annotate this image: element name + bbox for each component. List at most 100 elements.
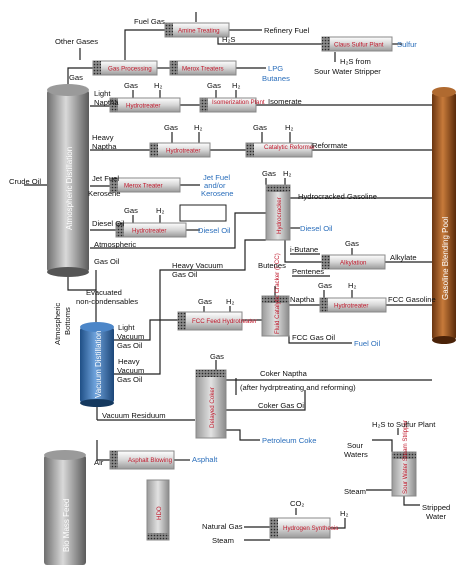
butanes-label: Butanes <box>262 74 290 83</box>
diesel-product-label: Diesel Oil <box>198 226 231 235</box>
co2-label: CO₂ <box>290 499 304 508</box>
jet-product-label-2: and/or <box>204 181 226 190</box>
gas-label-7: Gas <box>262 169 276 178</box>
refinery-fuel-label: Refinery Fuel <box>264 26 309 35</box>
gas-label-4: Gas <box>164 123 178 132</box>
vacuum-column-label: Vacuum Distillation <box>94 331 103 398</box>
heavy-naptha-label-2: Naptha <box>92 142 117 151</box>
reformate-label: Reformate <box>312 141 347 150</box>
unit-sour-water-label: Sour Water Steam Stripper <box>402 420 409 494</box>
vacuum-column: Vacuum Distillation <box>80 322 114 407</box>
unit-fcc-feed: FCC Feed Hydrotreater <box>177 311 257 331</box>
unit-coker-label: Delayed Coker <box>209 387 216 428</box>
unit-gas-processing: Gas Processing <box>92 60 158 76</box>
after-treating-label: (after hydrptreating and reforming) <box>240 383 356 392</box>
sour-label-1: Sour <box>347 441 364 450</box>
coker-naptha-label: Coker Naptha <box>260 369 308 378</box>
unit-gas-processing-label: Gas Processing <box>108 66 152 73</box>
gas-label-6: Gas <box>124 206 138 215</box>
coker-gas-oil-label: Coker Gas Oil <box>258 401 306 410</box>
gas-label-5: Gas <box>253 123 267 132</box>
petroleum-coke-label: Petroleum Coke <box>262 436 316 445</box>
unit-hydrotreater-1: Hydrotreater <box>109 97 181 113</box>
unit-isomerization-label: Isomerization Plant <box>212 99 265 106</box>
atm-bottoms-label-2: Bottoms <box>63 307 72 335</box>
gas-label-8: Gas <box>345 239 359 248</box>
unit-hydrogen-label: Hydrogen Synthesis <box>283 525 338 532</box>
air-label: Air <box>94 458 104 467</box>
jet-product-label-1: Jet Fuel <box>203 173 230 182</box>
unit-merox-2: Merox Treater <box>109 177 181 193</box>
unit-amine-label: Amine Treating <box>178 28 220 35</box>
h2s-label-1: H₂S <box>222 35 236 44</box>
isomerate-label: Isomerate <box>268 97 302 106</box>
unit-coker: Delayed Coker <box>195 369 227 439</box>
stream-labels: Crude Oil Other Gases Gas Fuel Gas Refin… <box>9 17 450 545</box>
atmospheric-column-label: Atmospheric Distillation <box>65 147 74 230</box>
light-vacuum-label-3: Gas Oil <box>117 341 143 350</box>
gas-label-3: Gas <box>207 81 221 90</box>
atm-gas-oil-label-2: Gas Oil <box>94 257 120 266</box>
light-vacuum-label-1: Light <box>118 323 135 332</box>
gas-label-11: Gas <box>210 352 224 361</box>
gas-label-2: Gas <box>124 81 138 90</box>
heavy-naptha-label-1: Heavy <box>92 133 114 142</box>
steam-label-1: Steam <box>344 487 366 496</box>
flow-lines <box>24 12 432 541</box>
h2-label-4: H₂ <box>285 123 293 132</box>
bio-mass-label: Bio Mass Feed <box>62 499 71 552</box>
gasoline-pool-column: Gasoline Blending Pool <box>432 87 456 344</box>
light-naptha-label-1: Light <box>94 89 111 98</box>
atm-gas-oil-label-1: Atmospheric <box>94 240 136 249</box>
naptha-label: Naptha <box>290 295 315 304</box>
h2-label-3: H₂ <box>194 123 202 132</box>
unit-sour-water: Sour Water Steam Stripper <box>391 420 417 497</box>
unit-merox2-label: Merox Treater <box>124 183 163 190</box>
natural-gas-label: Natural Gas <box>202 522 243 531</box>
unit-hydrotreater2-label: Hydrotreater <box>166 148 200 155</box>
unit-merox1-label: Merox Treaters <box>182 66 224 73</box>
diesel-product-label-2: Diesel Oil <box>300 224 333 233</box>
unit-reformer-label: Catalytic Reformer <box>264 144 315 151</box>
unit-alkylation: Alkylation <box>321 254 386 270</box>
unit-asphalt: Asphalt Blowing <box>109 450 175 470</box>
heavy-vacuum-b-label-2: Vacuum <box>117 366 144 375</box>
unit-hdo: HDO <box>146 479 170 541</box>
unit-hydrotreater4-label: Hydrotreater <box>334 303 368 310</box>
h2-label-6: H₂ <box>283 169 291 178</box>
h2-label-9: H₂ <box>340 509 348 518</box>
heavy-vacuum-b-label-3: Gas Oil <box>117 375 143 384</box>
unit-hdo-label: HDO <box>156 506 163 520</box>
light-naptha-label-2: Naptha <box>94 98 119 107</box>
unit-hydrocracker-label: Hydrocracker <box>276 197 283 234</box>
jet-product-label-3: Kerosene <box>201 189 234 198</box>
unit-isomerization: Isomerization Plant <box>199 97 265 113</box>
unit-alkylation-label: Alkylation <box>340 260 367 267</box>
h2-label-5: H₂ <box>156 206 164 215</box>
evacuated-label-1: Evacuated <box>86 288 122 297</box>
fcc-gas-oil-label: FCC Gas Oil <box>292 333 335 342</box>
evacuated-label-2: non-condensables <box>76 297 138 306</box>
unit-hydrogen: Hydrogen Synthesis <box>269 517 338 539</box>
unit-hydrotreater1-label: Hydrotreater <box>126 103 160 110</box>
unit-fcc: Fluid Catalytic Cracker (FCC) <box>261 253 290 337</box>
asphalt-label: Asphalt <box>192 455 218 464</box>
atm-bottoms-label-1: Atmospheric <box>53 303 62 345</box>
sour-label-2: Waters <box>344 450 368 459</box>
lpg-label: LPG <box>268 64 283 73</box>
alkylate-label: Alkylate <box>390 253 417 262</box>
jet-fuel-label: Jet Fuel <box>92 174 119 183</box>
heavy-vacuum-label-2: Gas Oil <box>172 270 198 279</box>
ibutane-label: i-Butane <box>290 245 318 254</box>
fcc-gasoline-label: FCC Gasoline <box>388 295 436 304</box>
gas-label-9: Gas <box>198 297 212 306</box>
sour-water-stripper-label: Sour Water Stripper <box>314 67 381 76</box>
diesel-oil-label: Diesel Oil <box>92 219 125 228</box>
unit-claus: Claus Sulfur Plant <box>321 36 393 52</box>
other-gases-label: Other Gases <box>55 37 98 46</box>
vacuum-residuum-label: Vacuum Residuum <box>102 411 166 420</box>
unit-asphalt-label: Asphalt Blowing <box>128 457 173 464</box>
unit-fcc-label: Fluid Catalytic Cracker (FCC) <box>274 253 281 334</box>
heavy-vacuum-b-label-1: Heavy <box>118 357 140 366</box>
